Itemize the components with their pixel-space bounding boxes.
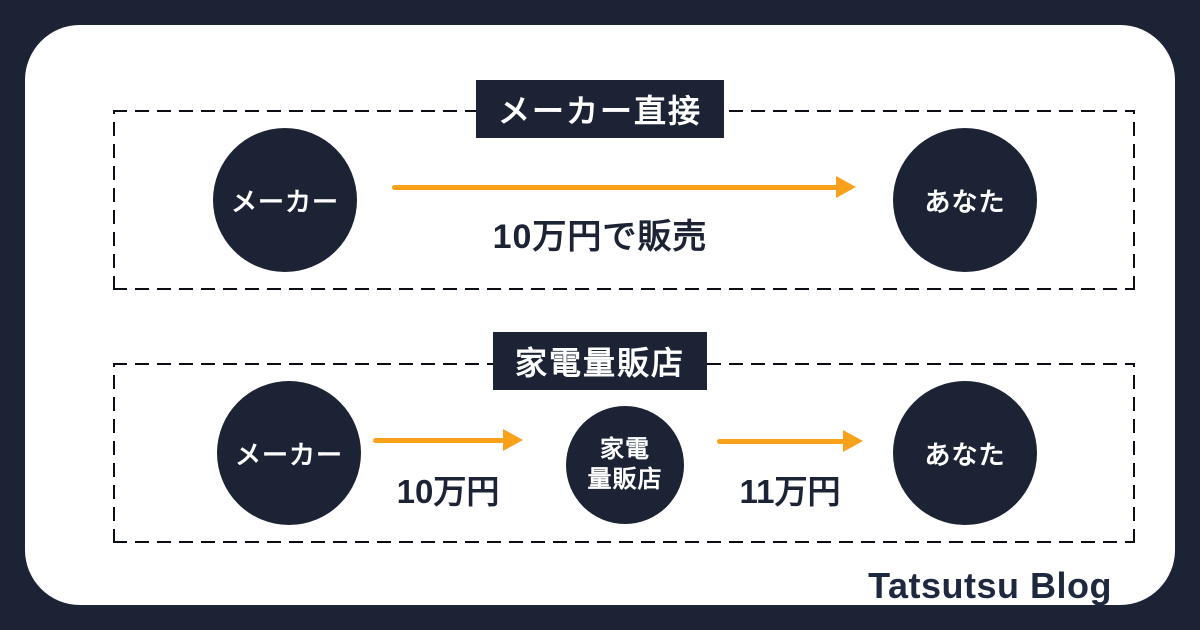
direct-price-label: 10万円で販売 bbox=[492, 218, 708, 256]
brand-text: Tatsutsu Blog bbox=[868, 565, 1112, 606]
node-you-retail: あなた bbox=[893, 381, 1037, 525]
node-retailer: 家電 量販店 bbox=[566, 406, 684, 524]
node-maker-retail-label: メーカー bbox=[234, 439, 343, 470]
retailer-section-title: 家電量販店 bbox=[492, 332, 708, 390]
arrow-right-icon bbox=[836, 176, 856, 198]
retail-price-label: 11万円 bbox=[739, 473, 841, 510]
node-retailer-label-bottom: 量販店 bbox=[587, 466, 663, 493]
node-you-retail-label: あなた bbox=[924, 439, 1006, 470]
node-you-direct-label: あなた bbox=[924, 186, 1006, 217]
node-retailer-label-top: 家電 bbox=[600, 436, 650, 463]
node-maker-direct: メーカー bbox=[213, 128, 357, 272]
direct-section-title: メーカー直接 bbox=[475, 80, 725, 138]
wholesale-price-label: 10万円 bbox=[396, 473, 500, 510]
diagram-card: メーカー直接 メーカー 10万円で販売 あなた 家電量販店 メーカー 10万円 … bbox=[25, 25, 1175, 606]
node-maker-retail: メーカー bbox=[217, 381, 361, 525]
arrow-right-icon bbox=[503, 429, 523, 451]
arrow-maker-to-shop-line bbox=[373, 438, 504, 443]
arrow-right-icon bbox=[843, 430, 863, 452]
node-you-direct: あなた bbox=[893, 128, 1037, 272]
node-maker-direct-label: メーカー bbox=[230, 186, 339, 217]
arrow-maker-to-you-line bbox=[392, 185, 838, 190]
arrow-shop-to-you-line bbox=[717, 439, 844, 444]
